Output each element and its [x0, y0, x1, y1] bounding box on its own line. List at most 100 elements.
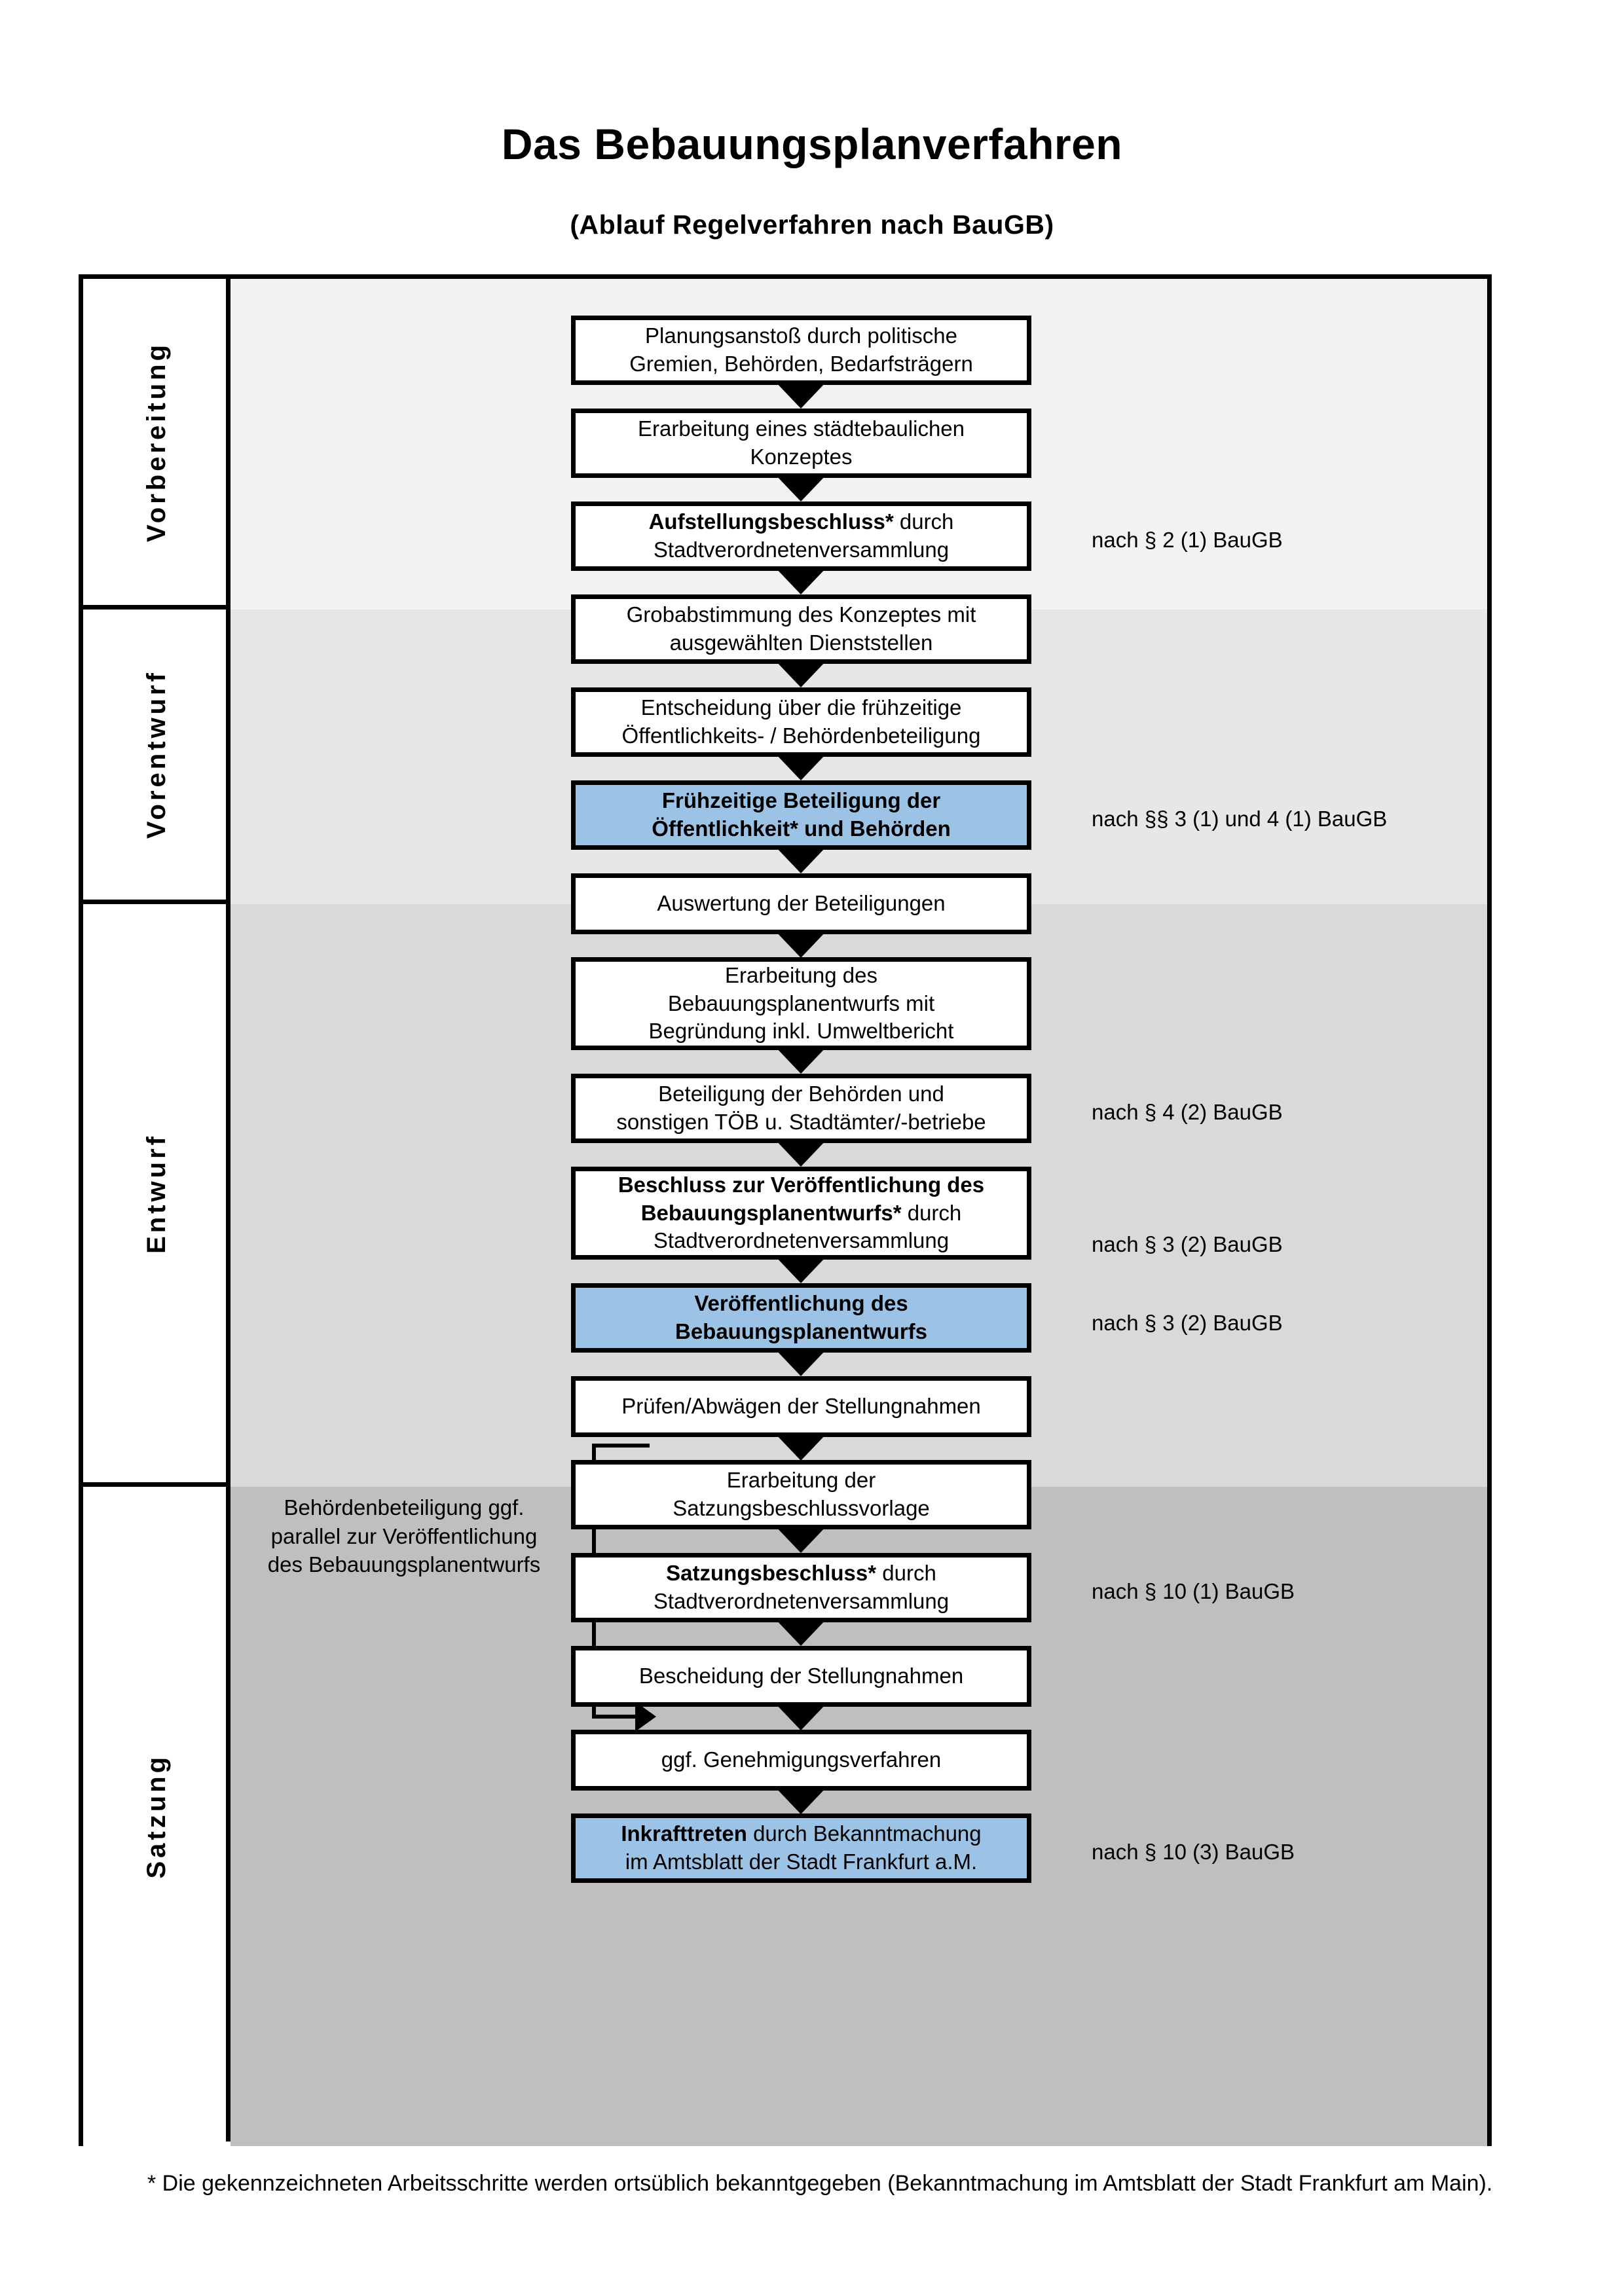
feedback-connector-bottom-segment [592, 1715, 639, 1719]
flow-arrow-down-icon [775, 930, 827, 958]
flow-arrow-down-icon [775, 1703, 827, 1730]
step-line: Bebauungsplanentwurfs [675, 1318, 927, 1346]
step-box-beteiligung-behoerden-toeb[interactable]: Beteiligung der Behörden und sonstigen T… [571, 1074, 1031, 1143]
step-line-rest: durch Bekanntmachung [747, 1821, 982, 1846]
flow-arrow-down-icon [775, 1433, 827, 1461]
legal-note-par10-3: nach § 10 (3) BauGB [1092, 1840, 1295, 1864]
step-line: Bebauungsplanentwurfs* durch [618, 1199, 984, 1228]
step-line-rest: durch [893, 509, 954, 534]
step-box-aufstellungsbeschluss[interactable]: Aufstellungsbeschluss* durch Stadtverord… [571, 501, 1031, 571]
step-box-entscheidung-fruehzeitige-beteiligung[interactable]: Entscheidung über die frühzeitige Öffent… [571, 687, 1031, 757]
flow-arrow-down-icon [775, 1139, 827, 1167]
step-line: Öffentlichkeit* und Behörden [652, 815, 951, 843]
step-emphasis: Inkrafttreten [621, 1821, 747, 1846]
step-line: ggf. Genehmigungsverfahren [661, 1747, 942, 1772]
step-box-auswertung-beteiligungen[interactable]: Auswertung der Beteiligungen [571, 873, 1031, 934]
step-emphasis: Frühzeitige Beteiligung der [661, 788, 941, 813]
step-line: Gremien, Behörden, Bedarfsträgern [629, 352, 973, 376]
side-note-line: Behördenbeteiligung [284, 1495, 483, 1520]
step-emphasis: Beschluss zur Veröffentlichung des [618, 1172, 985, 1197]
step-line: Satzungsbeschlussvorlage [673, 1496, 930, 1520]
step-box-bescheidung-stellungnahmen[interactable]: Bescheidung der Stellungnahmen [571, 1646, 1031, 1707]
flow-arrow-down-icon [775, 846, 827, 873]
flow-arrow-down-icon [775, 567, 827, 594]
step-box-fruehzeitige-beteiligung[interactable]: Frühzeitige Beteiligung der Öffentlichke… [571, 780, 1031, 850]
step-box-inkrafttreten[interactable]: Inkrafttreten durch Bekanntmachung im Am… [571, 1813, 1031, 1883]
side-note-line: ggf. parallel zur [270, 1495, 525, 1548]
step-line: Beschluss zur Veröffentlichung des [618, 1171, 984, 1199]
legal-note-par2: nach § 2 (1) BauGB [1092, 528, 1283, 552]
label-column-divider [226, 279, 231, 2141]
flow-arrow-down-icon [775, 1787, 827, 1814]
step-line: Öffentlichkeits- / Behördenbeteiligung [621, 723, 981, 748]
footnote-text: * Die gekennzeichneten Arbeitsschritte w… [147, 2171, 1493, 2196]
phase-label-text: Vorentwurf [142, 670, 171, 839]
step-line: Bebauungsplanentwurfs mit [667, 991, 935, 1015]
step-box-planungsanstoss[interactable]: Planungsanstoß durch politische Gremien,… [571, 316, 1031, 385]
step-line: Erarbeitung des [725, 962, 877, 987]
feedback-connector-top-segment [592, 1444, 650, 1448]
side-note-behoerdenbeteiligung: Behördenbeteiligung ggf. parallel zur Ve… [253, 1493, 555, 1579]
step-emphasis: Satzungsbeschluss* [666, 1561, 877, 1586]
step-box-satzungsbeschluss[interactable]: Satzungsbeschluss* durch Stadtverordnete… [571, 1553, 1031, 1622]
flow-arrow-down-icon [775, 1256, 827, 1283]
step-line: Stadtverordnetenversammlung [653, 538, 950, 562]
step-emphasis: Aufstellungsbeschluss* [648, 509, 894, 534]
step-line: Bescheidung der Stellungnahmen [638, 1664, 964, 1688]
step-line-rest: durch [876, 1561, 936, 1586]
step-line: Auswertung der Beteiligungen [657, 891, 946, 916]
step-line: Inkrafttreten durch Bekanntmachung [621, 1820, 981, 1848]
legal-note-par4-2: nach § 4 (2) BauGB [1092, 1100, 1283, 1124]
step-emphasis: Bebauungsplanentwurfs* [640, 1200, 902, 1225]
step-box-erarbeitung-satzungsbeschlussvorlage[interactable]: Erarbeitung der Satzungsbeschlussvorlage [571, 1460, 1031, 1529]
step-emphasis: Bebauungsplanentwurfs [674, 1319, 928, 1343]
side-note-line: Veröffentlichung des [267, 1523, 538, 1577]
step-box-veroeffentlichung-bebauungsplanentwurf[interactable]: Veröffentlichung des Bebauungsplanentwur… [571, 1283, 1031, 1353]
step-emphasis: Veröffentlichung des [694, 1291, 908, 1316]
step-line: Erarbeitung eines städtebaulichen [637, 416, 965, 441]
step-box-grobabstimmung[interactable]: Grobabstimmung des Konzeptes mit ausgewä… [571, 594, 1031, 664]
step-line: im Amtsblatt der Stadt Frankfurt a.M. [625, 1850, 978, 1874]
flow-arrow-down-icon [775, 1349, 827, 1376]
step-box-pruefen-abwaegen[interactable]: Prüfen/Abwägen der Stellungnahmen [571, 1376, 1031, 1437]
step-line: ausgewählten Dienststellen [669, 630, 933, 655]
phase-label-satzung: Satzung [83, 1487, 231, 2146]
phase-label-vorentwurf: Vorentwurf [83, 610, 231, 904]
step-line: Planungsanstoß durch politische [645, 323, 957, 348]
phase-label-text: Entwurf [142, 1133, 171, 1254]
phase-label-text: Satzung [142, 1754, 171, 1879]
side-note-line: Bebauungsplanentwurfs [308, 1552, 541, 1577]
legal-note-par3-2-beschluss: nach § 3 (2) BauGB [1092, 1232, 1283, 1256]
step-line: Entscheidung über die frühzeitige [640, 695, 962, 720]
step-line: Grobabstimmung des Konzeptes mit [626, 602, 976, 627]
phase-label-vorbereitung: Vorbereitung [83, 279, 231, 610]
step-box-staedtebauliches-konzept[interactable]: Erarbeitung eines städtebaulichen Konzep… [571, 409, 1031, 478]
diagram-frame: Vorbereitung Vorentwurf Entwurf Satzung … [79, 274, 1492, 2146]
step-line: sonstigen TÖB u. Stadtämter/-betriebe [616, 1110, 986, 1134]
flow-arrow-down-icon [775, 1618, 827, 1646]
step-line: Stadtverordnetenversammlung [653, 1589, 950, 1613]
step-line: Aufstellungsbeschluss* durch [649, 508, 954, 536]
step-line: Satzungsbeschluss* durch [654, 1559, 949, 1588]
phase-label-text: Vorbereitung [142, 342, 171, 542]
step-box-beschluss-veroeffentlichung[interactable]: Beschluss zur Veröffentlichung des Bebau… [571, 1167, 1031, 1260]
step-line: Beteiligung der Behörden und [658, 1082, 944, 1106]
flow-arrow-down-icon [775, 1525, 827, 1553]
step-line: Erarbeitung der [726, 1468, 876, 1493]
flow-arrow-down-icon [775, 474, 827, 501]
flow-arrow-down-icon [775, 1046, 827, 1074]
step-emphasis: Öffentlichkeit* und Behörden [652, 816, 951, 841]
step-line: Prüfen/Abwägen der Stellungnahmen [621, 1394, 981, 1419]
step-line: Konzeptes [750, 445, 853, 469]
page-subtitle: (Ablauf Regelverfahren nach BauGB) [570, 210, 1054, 240]
legal-note-par3-1-par4-1: nach §§ 3 (1) und 4 (1) BauGB [1092, 807, 1388, 831]
flow-arrow-down-icon [775, 753, 827, 780]
legal-note-par3-2-veroeffentlichung: nach § 3 (2) BauGB [1092, 1311, 1283, 1335]
flow-arrow-down-icon [775, 660, 827, 687]
step-box-erarbeitung-bebauungsplanentwurf[interactable]: Erarbeitung des Bebauungsplanentwurfs mi… [571, 957, 1031, 1050]
phase-label-entwurf: Entwurf [83, 904, 231, 1487]
page-title: Das Bebauungsplanverfahren [501, 120, 1123, 168]
step-box-genehmigungsverfahren[interactable]: ggf. Genehmigungsverfahren [571, 1730, 1031, 1791]
step-line: Stadtverordnetenversammlung [653, 1228, 950, 1253]
